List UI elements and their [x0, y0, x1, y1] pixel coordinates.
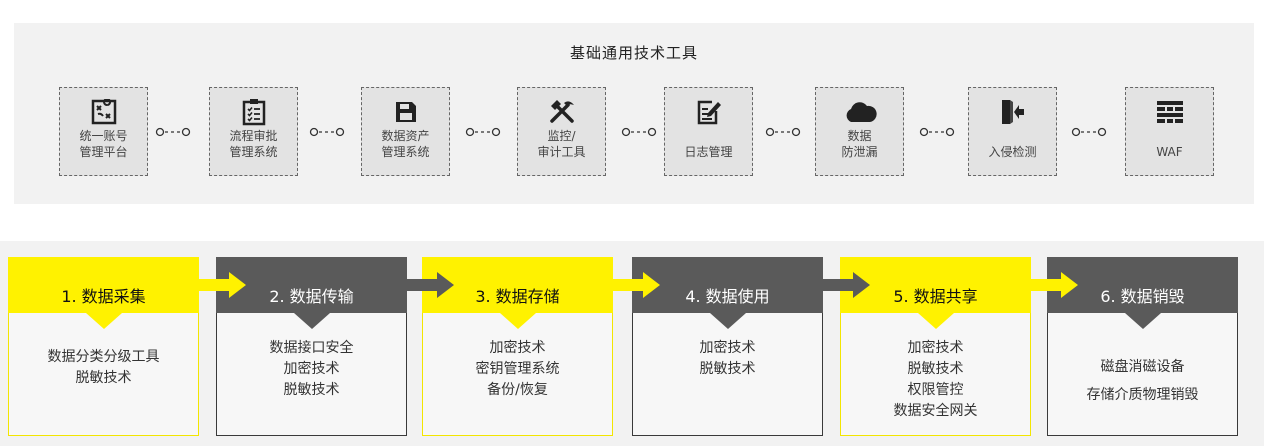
- tool-log-management[interactable]: 日志管理: [664, 87, 753, 176]
- stage-item: 密钥管理系统: [475, 361, 560, 377]
- connector-7: [1071, 127, 1107, 137]
- connector-6: [919, 127, 955, 137]
- stage-item: 加密技术: [489, 340, 546, 356]
- flow-arrow-icon: [199, 272, 246, 298]
- stage-items: 加密技术 密钥管理系统 备份/恢复: [423, 338, 612, 401]
- clipboard-checklist-icon: [210, 97, 297, 127]
- flow-arrow-icon: [613, 272, 660, 298]
- tool-label: 数据资产 管理系统: [381, 129, 430, 159]
- stage-items: 加密技术 脱敏技术 权限管控 数据安全网关: [841, 338, 1030, 422]
- connector-5: [765, 127, 801, 137]
- tool-label: WAF: [1156, 145, 1183, 159]
- tool-label: 日志管理: [684, 145, 733, 159]
- flow-arrow-icon: [407, 272, 454, 298]
- stage-item: 存储介质物理销毁: [1086, 387, 1199, 403]
- stage-title: 1. 数据采集: [61, 287, 146, 306]
- stage-item: 加密技术: [283, 361, 340, 377]
- tool-data-leak-prevention[interactable]: 数据 防泄漏: [815, 87, 904, 176]
- tool-approval-system[interactable]: 流程审批 管理系统: [209, 87, 298, 176]
- tool-asset-management[interactable]: 数据资产 管理系统: [361, 87, 450, 176]
- tool-label: 统一账号 管理平台: [79, 129, 128, 159]
- tool-label: 入侵检测: [988, 145, 1037, 159]
- stage-item: 数据分类分级工具: [47, 349, 160, 365]
- stage-3-banner: [422, 257, 613, 329]
- connector-1: [155, 127, 191, 137]
- stage-6-banner: [1047, 257, 1238, 329]
- stage-item: 脱敏技术: [75, 370, 132, 386]
- tool-label: 数据 防泄漏: [841, 129, 878, 159]
- edit-document-icon: [665, 97, 752, 127]
- stage-4-banner: [632, 257, 823, 329]
- stage-title: 6. 数据销毁: [1100, 287, 1185, 306]
- tool-waf[interactable]: WAF: [1125, 87, 1214, 176]
- tool-label: 监控/ 审计工具: [537, 129, 586, 159]
- stage-item: 加密技术: [907, 340, 964, 356]
- stage-title: 5. 数据共享: [893, 287, 978, 306]
- stage-items: 磁盘消磁设备 存储介质物理销毁: [1048, 353, 1237, 409]
- tool-label: 流程审批 管理系统: [229, 129, 278, 159]
- stage-title: 2. 数据传输: [269, 287, 354, 306]
- connector-3: [465, 127, 501, 137]
- tool-intrusion-detection[interactable]: 入侵检测: [968, 87, 1057, 176]
- stage-item: 脱敏技术: [907, 361, 964, 377]
- brick-wall-icon: [1126, 97, 1213, 127]
- connector-4: [621, 127, 657, 137]
- stage-items: 数据分类分级工具 脱敏技术: [9, 347, 198, 389]
- stage-2-banner: [216, 257, 407, 329]
- stage-item: 数据接口安全: [269, 340, 354, 356]
- floppy-disk-icon: [362, 97, 449, 127]
- stage-item: 磁盘消磁设备: [1100, 359, 1185, 375]
- account-map-icon: [60, 97, 147, 127]
- hammer-pick-icon: [518, 97, 605, 127]
- stage-item: 备份/恢复: [487, 382, 548, 398]
- stage-items: 加密技术 脱敏技术: [633, 338, 822, 380]
- stage-1-banner: [8, 257, 199, 329]
- connector-2: [309, 127, 345, 137]
- tools-section-title: 基础通用技术工具: [569, 44, 698, 62]
- tools-panel: 基础通用技术工具 统一账号 管理平台: [14, 23, 1254, 204]
- stage-5-banner: [840, 257, 1031, 329]
- tool-monitoring-audit[interactable]: 监控/ 审计工具: [517, 87, 606, 176]
- door-enter-icon: [969, 97, 1056, 127]
- stage-item: 权限管控: [907, 382, 964, 398]
- stage-items: 数据接口安全 加密技术 脱敏技术: [217, 338, 406, 401]
- stage-item: 加密技术: [699, 340, 756, 356]
- tool-account-platform[interactable]: 统一账号 管理平台: [59, 87, 148, 176]
- stage-title: 3. 数据存储: [475, 287, 560, 306]
- stage-item: 脱敏技术: [699, 361, 756, 377]
- flow-arrow-icon: [823, 272, 870, 298]
- stage-item: 脱敏技术: [283, 382, 340, 398]
- flow-arrow-icon: [1031, 272, 1078, 298]
- cloud-icon: [816, 97, 903, 127]
- stage-item: 数据安全网关: [893, 403, 978, 419]
- stage-title: 4. 数据使用: [685, 287, 770, 306]
